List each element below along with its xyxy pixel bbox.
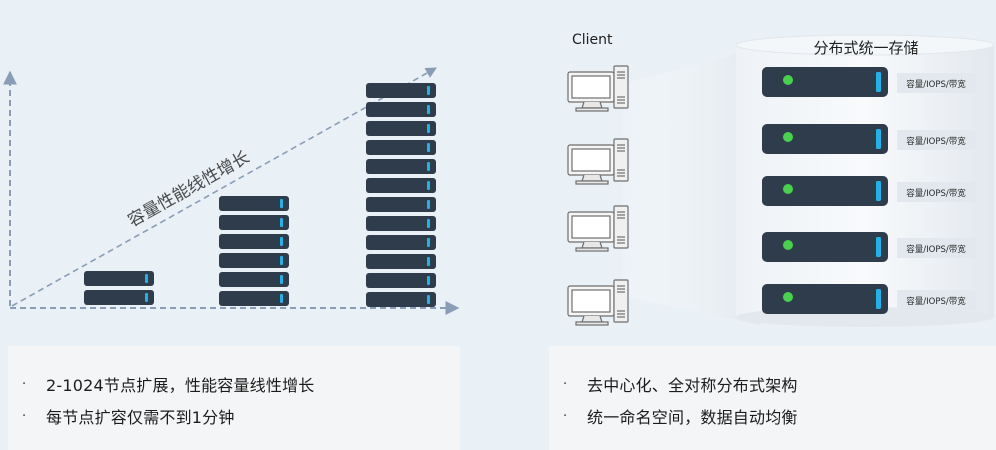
storage-node: 容量/IOPS/带宽 — [762, 176, 976, 206]
node-tag: 容量/IOPS/带宽 — [906, 188, 966, 199]
feature-item: · 统一命名空间，数据自动均衡 — [563, 400, 996, 432]
feature-text: 2-1024节点扩展，性能容量线性增长 — [46, 376, 315, 395]
feature-panel-left: · 2-1024节点扩展，性能容量线性增长 · 每节点扩容仅需不到1分钟 — [8, 346, 460, 450]
architecture-illustration: Client 分布式统一存储 容量/IOPS/带宽 容量/IOPS/带宽 容量/… — [567, 32, 995, 327]
client-pc-icon — [567, 205, 629, 252]
node-tag: 容量/IOPS/带宽 — [906, 296, 966, 307]
node-tag: 容量/IOPS/带宽 — [906, 244, 966, 255]
node-tag: 容量/IOPS/带宽 — [906, 136, 966, 147]
node-tag: 容量/IOPS/带宽 — [906, 79, 966, 90]
scaling-illustration: 容量性能线性增长 — [2, 67, 460, 315]
client-pc-icon — [567, 279, 629, 326]
feature-item: · 每节点扩容仅需不到1分钟 — [22, 400, 460, 432]
storage-node: 容量/IOPS/带宽 — [762, 284, 976, 314]
server-stack-large — [366, 83, 436, 307]
connection-cone — [622, 48, 760, 325]
feature-item: · 2-1024节点扩展，性能容量线性增长 — [22, 368, 460, 400]
client-label: Client — [572, 32, 613, 48]
feature-text: 去中心化、全对称分布式架构 — [587, 376, 798, 395]
storage-node: 容量/IOPS/带宽 — [762, 232, 976, 262]
bullet-dot-icon: · — [563, 408, 568, 424]
client-pc-icon — [567, 65, 629, 112]
client-pc-icon — [567, 138, 629, 185]
feature-text: 统一命名空间，数据自动均衡 — [587, 408, 798, 427]
growth-line — [11, 67, 437, 307]
storage-title: 分布式统一存储 — [813, 39, 918, 57]
server-stack-medium — [219, 196, 289, 306]
feature-panel-right: · 去中心化、全对称分布式架构 · 统一命名空间，数据自动均衡 — [549, 346, 996, 450]
bullet-dot-icon: · — [22, 376, 27, 392]
feature-item: · 去中心化、全对称分布式架构 — [563, 368, 996, 400]
storage-node: 容量/IOPS/带宽 — [762, 124, 976, 154]
bullet-dot-icon: · — [22, 408, 27, 424]
storage-node: 容量/IOPS/带宽 — [762, 67, 976, 97]
bullet-dot-icon: · — [563, 376, 568, 392]
server-stack-small — [84, 271, 154, 305]
feature-text: 每节点扩容仅需不到1分钟 — [46, 408, 235, 427]
